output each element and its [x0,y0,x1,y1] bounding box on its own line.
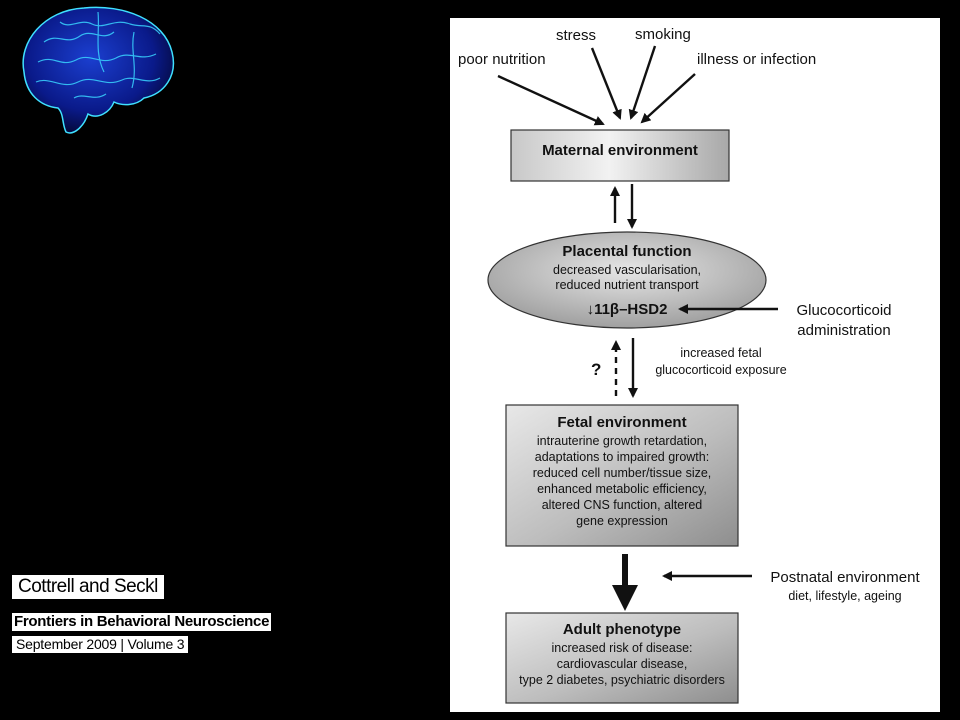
adult-box [505,612,739,704]
arrow-smoking [628,45,657,120]
adult-line: type 2 diabetes, psychiatric disorders [519,673,725,687]
placental-line-1: decreased vascularisation, [553,263,701,277]
arrow-illness [640,73,696,124]
arrow-poor-nutrition [497,74,605,126]
label-poor-nutrition: poor nutrition [458,51,546,68]
adult-line: cardiovascular disease, [556,657,688,671]
journal-title: Frontiers in Behavioral Neuroscience [12,613,272,631]
authors-label: Cottrell and Seckl [12,575,164,599]
diagram-graphics [487,45,778,704]
adult-line: increased risk of disease: [551,641,693,655]
maternal-box [510,129,730,182]
fetal-line: reduced cell number/tissue size, [532,466,712,480]
exposure-line-2: glucocorticoid exposure [655,363,787,377]
label-smoking: smoking [635,26,691,43]
issue-label: September 2009 | Volume 3 [12,636,189,653]
fetal-line: altered CNS function, altered [541,498,703,512]
maternal-title: Maternal environment [542,142,698,159]
label-stress: stress [556,27,597,44]
fetal-line: intrauterine growth retardation, [536,434,708,448]
figure-panel: poor nutrition stress smoking illness or… [450,18,940,712]
placental-ellipse [487,231,767,329]
glucocorticoid-line-1: Glucocorticoid [796,302,892,319]
glucocorticoid-line-2: administration [797,322,891,339]
fetal-line: enhanced metabolic efficiency, [537,482,707,496]
placental-title: Placental function [562,243,692,260]
placental-line-2: reduced nutrient transport [555,278,699,292]
postnatal-title: Postnatal environment [770,569,920,586]
fetal-box [505,404,739,547]
fetal-line: gene expression [576,514,668,528]
placental-enzyme: ↓11β–HSD2 [586,301,668,318]
postnatal-sub: diet, lifestyle, ageing [788,589,902,603]
exposure-line-1: increased fetal [680,346,762,360]
question-mark: ? [591,360,602,379]
fetal-title: Fetal environment [557,414,687,431]
arrow-stress [590,47,622,120]
brain-logo [22,6,175,134]
fetal-line: adaptations to impaired growth: [534,450,710,464]
label-illness: illness or infection [697,51,817,68]
adult-title: Adult phenotype [562,621,682,638]
